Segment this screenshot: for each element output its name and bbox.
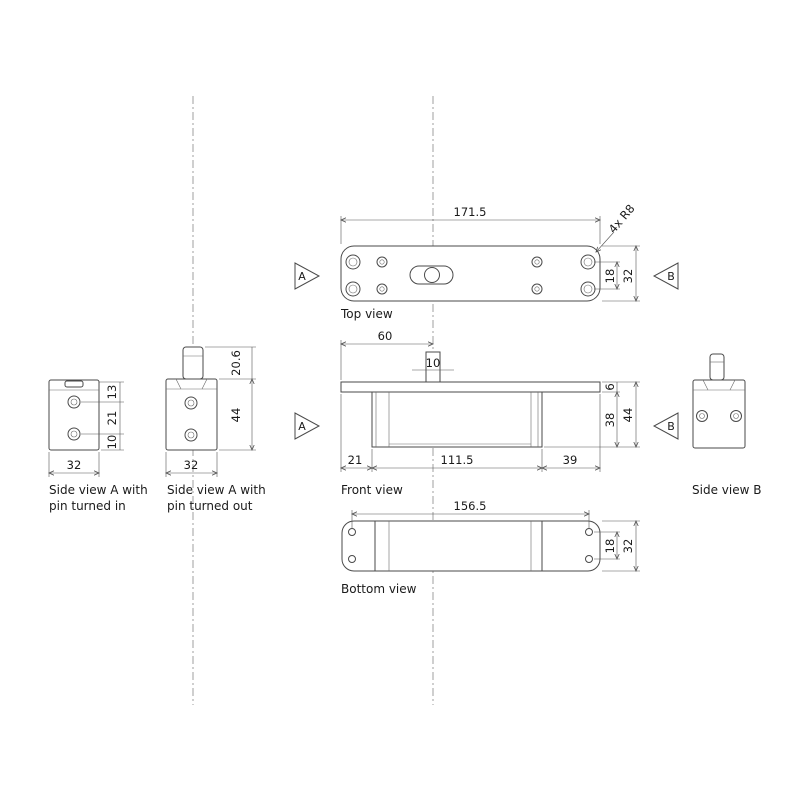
dim-bottom-length: 156.5	[454, 499, 487, 513]
svg-text:B: B	[667, 420, 675, 433]
side-view-a-pin-in	[48, 379, 100, 451]
dim-front-total: 44	[621, 408, 635, 423]
dim-front-pin-w: 10	[426, 356, 441, 370]
dim-in-width: 32	[67, 458, 82, 472]
svg-text:A: A	[298, 420, 306, 433]
caption-side-view-b: Side view B	[692, 483, 761, 497]
dim-in-13: 13	[105, 385, 119, 400]
dim-front-body: 38	[603, 413, 617, 428]
dim-out-width: 32	[184, 458, 199, 472]
caption-side-out-2: pin turned out	[167, 499, 253, 513]
caption-side-in-1: Side view A with	[49, 483, 148, 497]
dim-front-pin-pos: 60	[378, 329, 393, 343]
dim-in-10: 10	[105, 435, 119, 450]
caption-front-view: Front view	[341, 483, 403, 497]
side-view-b	[692, 353, 746, 449]
leader-line	[596, 231, 615, 252]
dim-top-length: 171.5	[454, 205, 487, 219]
dim-bottom-outer: 32	[621, 539, 635, 554]
svg-text:A: A	[298, 270, 306, 283]
dim-front-right: 39	[563, 453, 578, 467]
dim-front-left: 21	[348, 453, 363, 467]
dim-top-outer: 32	[621, 269, 635, 284]
front-view	[340, 351, 601, 448]
section-marker-a-front: A	[294, 412, 321, 440]
section-marker-b-front: B	[652, 412, 679, 440]
caption-side-out-1: Side view A with	[167, 483, 266, 497]
dim-top-inner: 18	[603, 269, 617, 284]
dim-in-21: 21	[105, 411, 119, 426]
caption-top-view: Top view	[340, 307, 393, 321]
section-marker-b-top: B	[652, 262, 679, 290]
dim-front-plate: 6	[603, 383, 617, 390]
section-marker-a-top: A	[294, 262, 321, 290]
caption-side-in-2: pin turned in	[49, 499, 126, 513]
dim-top-radius: 4x R8	[606, 202, 638, 236]
dim-out-44: 44	[229, 408, 243, 423]
svg-text:B: B	[667, 270, 675, 283]
dim-front-mid: 111.5	[441, 453, 474, 467]
caption-bottom-view: Bottom view	[341, 582, 417, 596]
bottom-view	[341, 520, 601, 572]
side-view-a-pin-out	[165, 346, 218, 451]
dim-out-pin: 20.6	[229, 350, 243, 376]
dim-bottom-inner: 18	[603, 539, 617, 554]
top-view	[340, 245, 601, 302]
